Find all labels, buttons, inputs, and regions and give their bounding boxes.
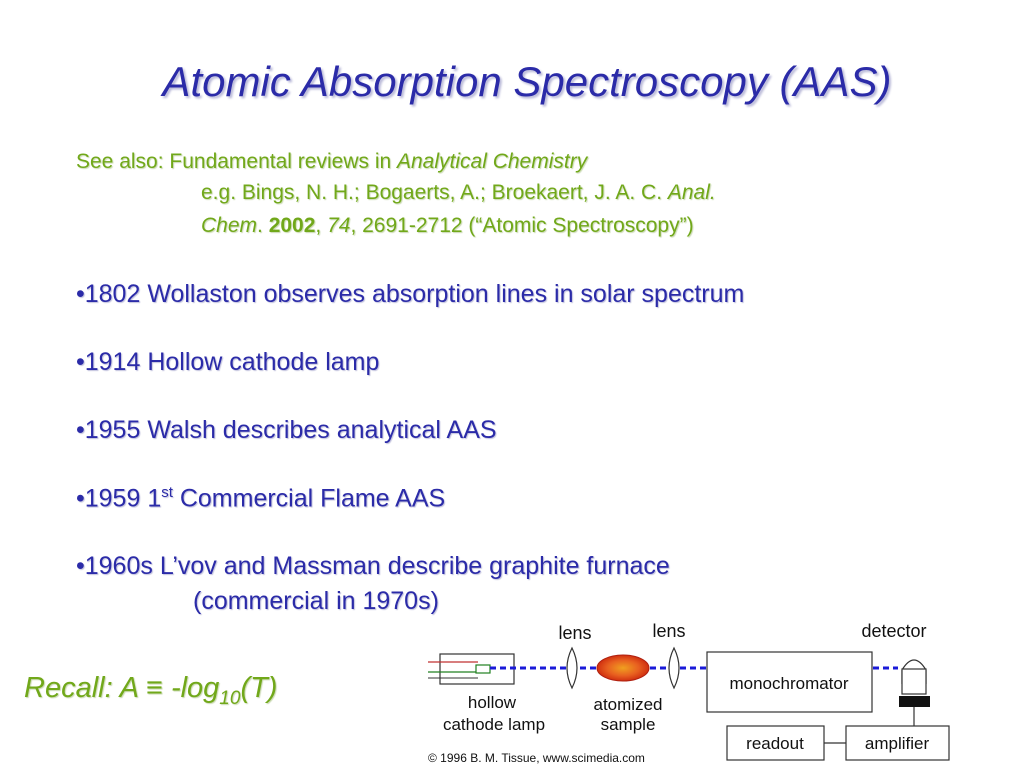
journal-abbrev-chem: Chem — [201, 214, 258, 237]
amplifier-box — [845, 725, 950, 761]
lens-1 — [566, 646, 578, 690]
reference-volume: 74 — [327, 214, 351, 237]
detector-base — [899, 696, 930, 707]
reference-line-2: e.g. Bings, N. H.; Bogaerts, A.; Broekae… — [201, 181, 716, 205]
lens-2-label: lens — [652, 621, 685, 641]
reference-dot: . — [257, 214, 269, 237]
bullet-1955: •1955 Walsh describes analytical AAS — [76, 416, 497, 444]
cathode-cup — [475, 664, 491, 674]
recall-post: (T) — [240, 672, 278, 704]
bullet-1959-pre: •1959 1 — [76, 484, 162, 513]
reference-authors: e.g. Bings, N. H.; Bogaerts, A.; Broekae… — [201, 181, 668, 204]
monochromator-label: monochromator — [729, 674, 848, 693]
journal-abbrev-anal: Anal. — [667, 181, 716, 204]
sample-label: sample — [601, 715, 656, 734]
recall-pre: Recall: A ≡ -log — [24, 672, 220, 704]
bullet-1959: •1959 1st Commercial Flame AAS — [76, 484, 445, 513]
bullet-1960s: •1960s L’vov and Massman describe graphi… — [76, 552, 670, 580]
detector-label: detector — [861, 621, 926, 641]
atomized-label: atomized — [594, 695, 663, 714]
cathode-lamp-label: cathode lamp — [443, 715, 545, 734]
reference-pages: , 2691-2712 (“Atomic Spectroscopy”) — [350, 214, 694, 237]
reference-line-3: Chem. 2002, 74, 2691-2712 (“Atomic Spect… — [201, 214, 694, 238]
bullet-1802: •1802 Wollaston observes absorption line… — [76, 280, 745, 308]
bullet-1960s-continuation: (commercial in 1970s) — [193, 587, 439, 615]
lens-1-label: lens — [558, 623, 591, 643]
hollow-label: hollow — [468, 693, 517, 712]
recall-subscript: 10 — [219, 687, 241, 709]
monochromator-box — [706, 651, 873, 713]
copyright-text: © 1996 B. M. Tissue, www.scimedia.com — [428, 751, 645, 765]
detector-body — [901, 668, 927, 695]
flame-icon — [596, 654, 650, 682]
bullet-1914: •1914 Hollow cathode lamp — [76, 348, 380, 376]
slide-title: Atomic Absorption Spectroscopy (AAS) — [162, 58, 892, 105]
bullet-1959-post: Commercial Flame AAS — [172, 484, 446, 513]
bullet-1959-sup: st — [161, 484, 173, 501]
amplifier-label: amplifier — [865, 734, 930, 753]
journal-name: Analytical Chemistry — [397, 150, 588, 173]
reference-comma: , — [315, 214, 328, 237]
see-also-text: See also: Fundamental reviews in — [76, 150, 397, 173]
aas-instrument-diagram: lens lens monochromator detector readout… — [428, 621, 950, 765]
lens-2 — [668, 646, 680, 690]
readout-label: readout — [746, 734, 804, 753]
recall-formula: Recall: A ≡ -log10(T) — [24, 672, 277, 710]
reference-line-1: See also: Fundamental reviews in Analyti… — [76, 150, 587, 174]
reference-year: 2002 — [268, 214, 316, 237]
